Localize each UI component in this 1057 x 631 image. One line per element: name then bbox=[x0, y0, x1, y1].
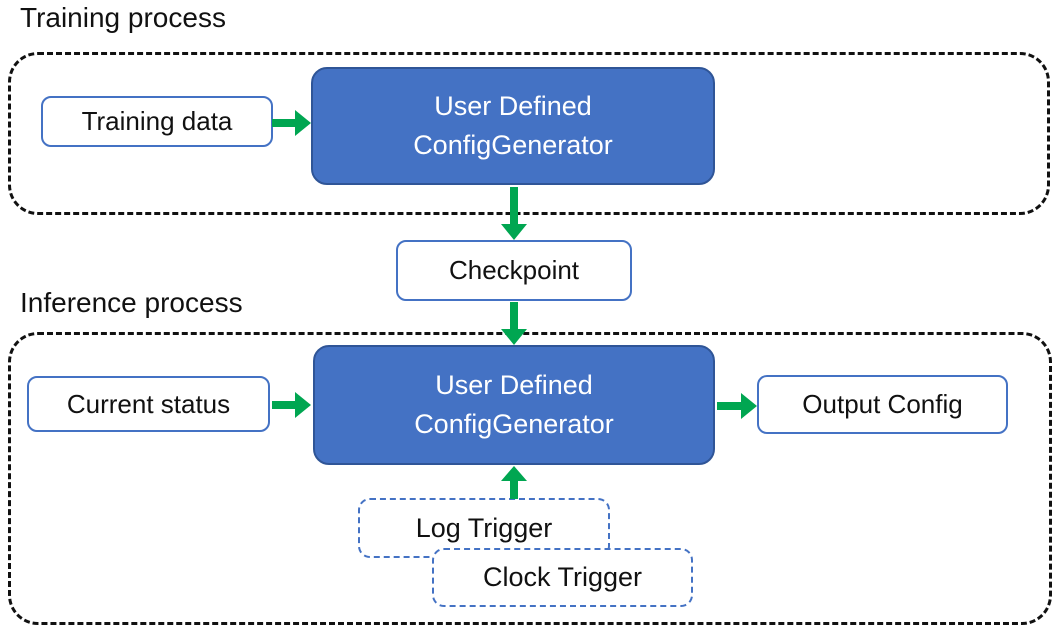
arrow-head-icon bbox=[741, 392, 757, 419]
arrow-shaft bbox=[272, 400, 296, 409]
arrow-head-icon bbox=[295, 391, 311, 418]
current-status-box: Current status bbox=[27, 376, 270, 432]
clock-trigger-box: Clock Trigger bbox=[432, 548, 693, 607]
training-process-container bbox=[8, 52, 1050, 215]
clock-trigger-label: Clock Trigger bbox=[482, 562, 643, 592]
output-config-box: Output Config bbox=[757, 375, 1008, 434]
arrow-head-icon bbox=[500, 466, 527, 481]
arrow-head-icon bbox=[500, 329, 527, 345]
output-config-label: Output Config bbox=[802, 389, 963, 419]
arrow-shaft bbox=[509, 480, 518, 499]
arrow-shaft bbox=[509, 302, 518, 330]
arrow-head-icon bbox=[295, 109, 311, 136]
arrow-triggers-to-generator bbox=[500, 466, 527, 499]
arrow-generator-to-checkpoint bbox=[500, 187, 527, 240]
inference-process-container bbox=[8, 332, 1052, 625]
inference-config-generator-box: User Defined ConfigGenerator bbox=[313, 345, 715, 465]
arrow-training-data-to-generator bbox=[272, 109, 311, 136]
arrow-head-icon bbox=[500, 224, 527, 240]
training-config-generator-box: User Defined ConfigGenerator bbox=[311, 67, 715, 185]
arrow-shaft bbox=[272, 118, 296, 127]
log-trigger-label: Log Trigger bbox=[415, 512, 553, 543]
arrow-checkpoint-to-generator bbox=[500, 302, 527, 345]
arrow-shaft bbox=[509, 187, 518, 225]
training-data-box: Training data bbox=[41, 96, 273, 147]
arrow-shaft bbox=[717, 401, 742, 410]
generator-label-line1: User Defined bbox=[435, 369, 593, 400]
training-data-label: Training data bbox=[81, 106, 233, 136]
arrow-generator-to-output bbox=[717, 392, 757, 419]
generator-label-line2: ConfigGenerator bbox=[414, 409, 614, 439]
current-status-label: Current status bbox=[66, 388, 231, 419]
generator-label-line2: ConfigGenerator bbox=[413, 130, 613, 160]
inference-process-label: Inference process bbox=[20, 287, 243, 318]
generator-label-line1: User Defined bbox=[434, 90, 592, 121]
checkpoint-box: Checkpoint bbox=[396, 240, 632, 301]
arrow-current-status-to-generator bbox=[272, 391, 311, 418]
checkpoint-label: Checkpoint bbox=[448, 255, 580, 285]
training-process-label: Training process bbox=[20, 2, 226, 33]
